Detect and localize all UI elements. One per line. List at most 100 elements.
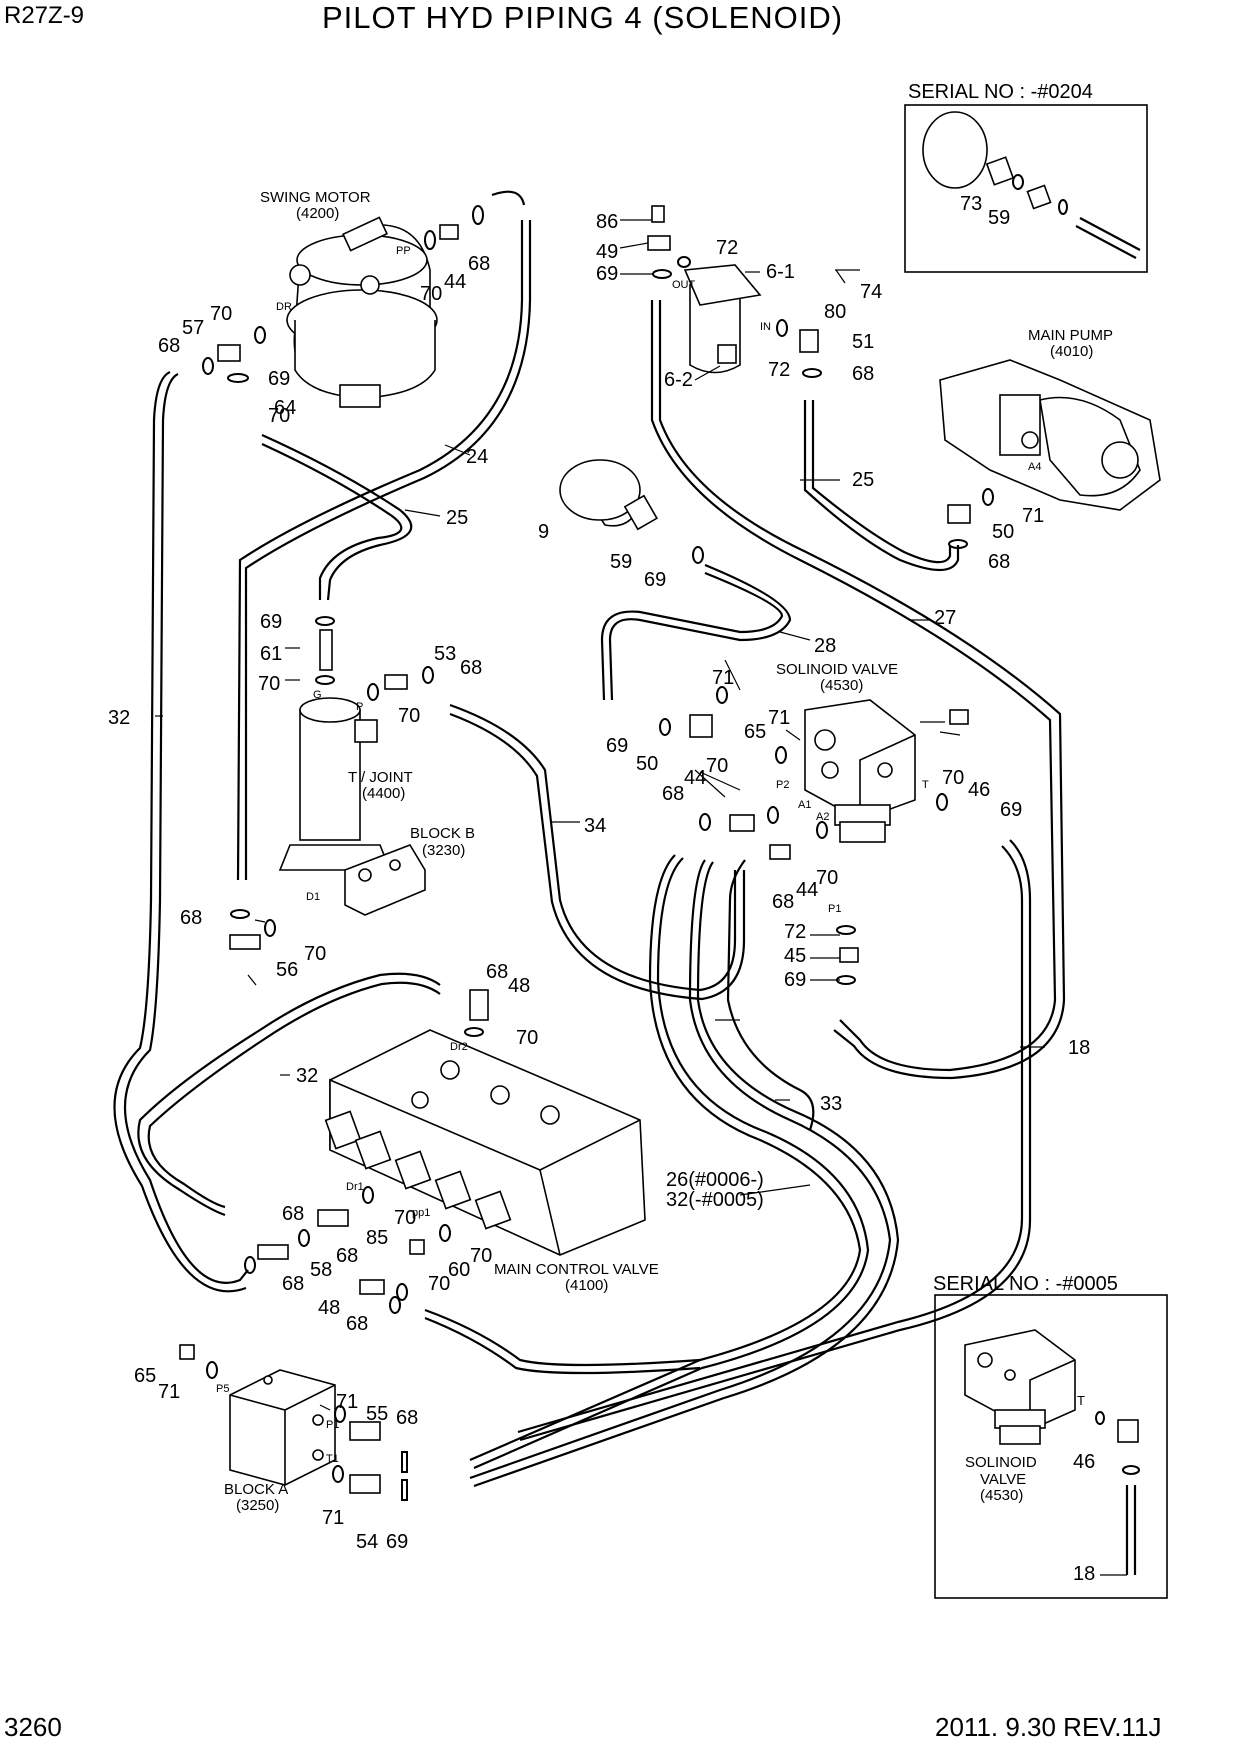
callout-69h: 69	[386, 1531, 408, 1553]
callout-45: 45	[784, 945, 806, 967]
port-g: G	[313, 689, 322, 701]
callout-80: 80	[824, 301, 846, 323]
callout-55: 55	[366, 1403, 388, 1425]
callout-68h: 68	[486, 961, 508, 983]
callout-71e: 71	[322, 1507, 344, 1529]
port-p2: P2	[776, 779, 789, 791]
callout-26: 26(#0006-)	[666, 1169, 764, 1191]
callout-72: 72	[716, 237, 738, 259]
callout-85: 85	[366, 1227, 388, 1249]
hose-18	[519, 839, 1032, 1442]
callout-70c: 70	[268, 405, 290, 427]
inset-bottom-callout-18: 18	[1073, 1563, 1095, 1585]
callout-68: 68	[852, 363, 874, 385]
callout-32b: 32	[296, 1065, 318, 1087]
label-turning-joint-code: (4400)	[362, 785, 405, 802]
callout-70b: 70	[210, 303, 232, 325]
callout-68c: 68	[158, 335, 180, 357]
callout-68l: 68	[346, 1313, 368, 1335]
hose-34b	[449, 712, 746, 1001]
page-title: PILOT HYD PIPING 4 (SOLENOID)	[322, 0, 844, 35]
hose-bottom-b	[424, 1316, 701, 1375]
port-a2: A2	[816, 811, 829, 823]
inset-top: SERIAL NO : -#0204 73 59	[904, 81, 1148, 273]
label-swing-motor-code: (4200)	[296, 205, 339, 222]
callout-70m: 70	[428, 1273, 450, 1295]
callout-65: 65	[744, 721, 766, 743]
inset-top-serial: SERIAL NO : -#0204	[908, 81, 1093, 103]
accumulator-9	[559, 459, 658, 531]
callout-68f: 68	[772, 891, 794, 913]
callout-68e: 68	[662, 783, 684, 805]
callout-60: 60	[448, 1259, 470, 1281]
callout-69b: 69	[268, 368, 290, 390]
hose-25-right-b	[811, 400, 952, 564]
inset-bottom-serial: SERIAL NO : -#0005	[933, 1273, 1118, 1295]
inset-top-callout-73: 73	[960, 193, 982, 215]
hose-27b	[658, 300, 1066, 1080]
hose-32-left-outer	[113, 370, 247, 1293]
callout-61: 61	[260, 643, 282, 665]
callout-70h: 70	[816, 867, 838, 889]
callout-68n: 68	[988, 551, 1010, 573]
callout-6-2: 6-2	[664, 369, 693, 391]
callout-50: 50	[636, 753, 658, 775]
label-turning-joint: T / JOINT	[348, 769, 413, 786]
hose-33b	[473, 857, 870, 1470]
callout-32c: 32(-#0005)	[666, 1189, 764, 1211]
callout-68m: 68	[396, 1407, 418, 1429]
hose-32-mcv-b	[147, 981, 441, 1209]
model-number: R27Z-9	[4, 2, 85, 29]
hose-32-left	[124, 373, 249, 1284]
hose-lines	[113, 190, 1066, 1488]
hose-32-mcv	[137, 972, 441, 1217]
callout-46: 46	[968, 779, 990, 801]
callout-25b: 25	[852, 469, 874, 491]
hose-27	[650, 300, 1057, 1072]
callout-70j: 70	[516, 1027, 538, 1049]
hose-a1	[726, 859, 815, 1131]
callout-33: 33	[820, 1093, 842, 1115]
callout-50b: 50	[992, 521, 1014, 543]
port-dr2: Dr2	[450, 1041, 468, 1053]
hose-24-top	[491, 190, 526, 206]
callout-27: 27	[934, 607, 956, 629]
hose-28b	[600, 571, 784, 701]
callout-49: 49	[596, 241, 618, 263]
main-pump	[939, 359, 1161, 511]
page-number: 3260	[4, 1712, 62, 1742]
label-solenoid-valve: SOLINOID VALVE	[776, 661, 898, 678]
hose-25-left	[261, 433, 413, 601]
callout-48: 48	[508, 975, 530, 997]
inset-bottom-callout-46: 46	[1073, 1451, 1095, 1473]
callout-70f: 70	[706, 755, 728, 777]
callout-44c: 44	[796, 879, 818, 901]
port-pp: PP	[396, 245, 411, 257]
callout-68j: 68	[282, 1273, 304, 1295]
callout-71b: 71	[768, 707, 790, 729]
inset-top-callout-59: 59	[988, 207, 1010, 229]
port-p: P	[356, 701, 363, 713]
port-p1-block-a: P1	[326, 1419, 339, 1431]
callout-70: 70	[420, 283, 442, 305]
callout-65b: 65	[134, 1365, 156, 1387]
callout-32: 32	[108, 707, 130, 729]
inset-bottom: SERIAL NO : -#0005 46 18 T SOLINOID VALV…	[933, 1273, 1168, 1599]
callout-25: 25	[446, 507, 468, 529]
port-p5: P5	[216, 1383, 229, 1395]
port-labels: PP DR OUT IN A4 P G D1 Dr2 Dr1 pp1 P2 A1…	[216, 245, 1041, 1465]
callout-72c: 72	[784, 921, 806, 943]
inset-bottom-port-t: T	[1077, 1393, 1085, 1408]
callout-34: 34	[584, 815, 606, 837]
callout-68k: 68	[336, 1245, 358, 1267]
callout-24: 24	[466, 446, 488, 468]
hose-33	[469, 854, 862, 1462]
callout-51: 51	[852, 331, 874, 353]
callout-74: 74	[860, 281, 882, 303]
hose-24	[236, 220, 524, 881]
port-out: OUT	[672, 279, 696, 291]
callout-69c: 69	[644, 569, 666, 591]
revision-date: 2011. 9.30 REV.11J	[935, 1712, 1162, 1742]
label-block-a: BLOCK A	[224, 1481, 288, 1498]
